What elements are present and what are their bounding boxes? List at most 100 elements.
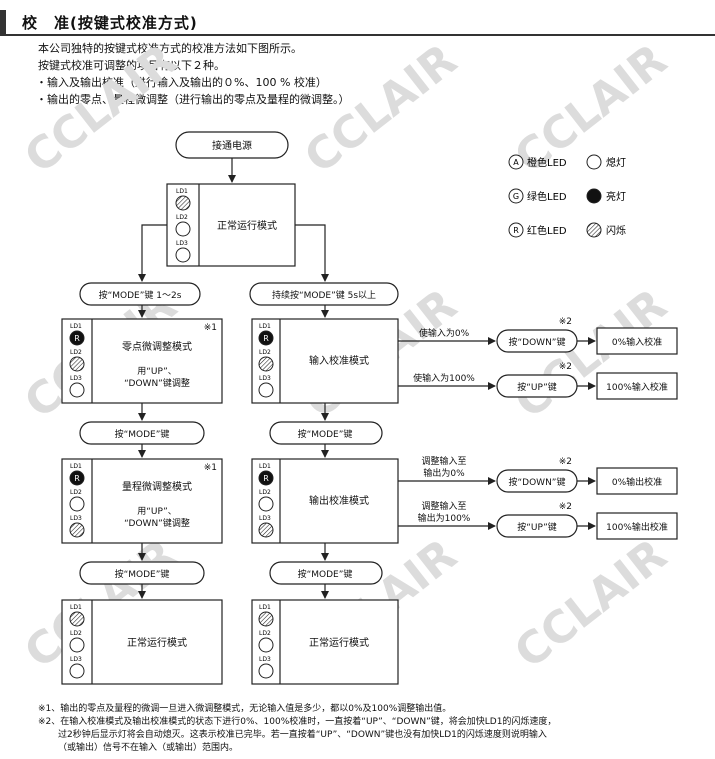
adjust-hint-2: “DOWN”键调整 xyxy=(124,517,190,529)
led-column: LD1 R LD2 LD3 xyxy=(258,323,274,398)
legend-green-led: 绿色LED xyxy=(527,190,567,203)
note-mark-2: ※2 xyxy=(559,502,572,512)
input-cal-mode-label: 输入校准模式 xyxy=(309,354,369,367)
output-100-calibration-box xyxy=(596,512,678,540)
ld1-label: LD1 xyxy=(70,323,82,330)
input-calibration-mode-box xyxy=(251,318,399,404)
led-column: LD1 R LD2 LD3 xyxy=(258,463,274,538)
intro-line-2: 按键式校准可调整的项目有以下２种。 xyxy=(38,59,225,72)
ld3-label: LD3 xyxy=(70,515,82,522)
title-accent xyxy=(0,10,6,34)
note-mark-2: ※2 xyxy=(559,457,572,467)
mode-long-label: 持续按“MODE”键 5s以上 xyxy=(272,289,376,301)
output-100-cal-label: 100%输出校准 xyxy=(606,521,668,533)
note-mark-2: ※2 xyxy=(559,362,572,372)
output-cal-mode-label: 输出校准模式 xyxy=(309,494,369,507)
led-red-letter: R xyxy=(74,474,80,483)
intro-bullet-1: ・输入及输出校准（进行输入及输出的０%、100 % 校准） xyxy=(36,76,327,89)
led-red-on-icon xyxy=(258,470,274,486)
watermark: CCLAIR xyxy=(15,35,186,184)
led-off-icon xyxy=(69,637,85,653)
press-mode-long-terminator xyxy=(249,282,399,306)
press-up-label: 按“UP”键 xyxy=(517,521,557,533)
ld2-label: LD2 xyxy=(176,214,188,221)
power-on-label: 接通电源 xyxy=(212,139,252,152)
normal-mode-label: 正常运行模式 xyxy=(217,219,277,232)
normal-mode-box xyxy=(61,599,223,685)
led-column: LD1 LD2 LD3 xyxy=(258,604,274,679)
led-off-icon xyxy=(69,382,85,398)
press-mode-terminator xyxy=(269,561,383,585)
red-led-letter: R xyxy=(513,226,519,235)
ld1-label: LD1 xyxy=(70,604,82,611)
led-blink-icon xyxy=(258,356,274,372)
ld3-label: LD3 xyxy=(259,375,271,382)
output-0-calibration-box xyxy=(596,467,678,495)
led-red-letter: R xyxy=(263,334,269,343)
intro-line-1: 本公司独特的按键式校准方式的校准方法如下图所示。 xyxy=(38,42,302,55)
input-100-label: 使输入为100% xyxy=(413,372,475,384)
led-off-icon xyxy=(175,247,191,263)
ld3-label: LD3 xyxy=(259,656,271,663)
press-mode-label: 按“MODE”键 xyxy=(298,568,353,580)
adjust-hint-1: 用“UP”、 xyxy=(137,506,177,517)
ld3-label: LD3 xyxy=(70,375,82,382)
legend-off: 熄灯 xyxy=(606,156,626,169)
mode-short-label: 按“MODE”键 1〜2s xyxy=(99,289,182,301)
span-adjust-mode-box xyxy=(61,458,223,544)
zero-mode-label: 零点微调整模式 xyxy=(122,340,192,353)
ld3-label: LD3 xyxy=(176,240,188,247)
note-mark-1: ※1 xyxy=(204,323,217,333)
led-red-on-icon xyxy=(69,330,85,346)
output-calibration-mode-box xyxy=(251,458,399,544)
input-0-calibration-box xyxy=(596,327,678,355)
green-led-symbol xyxy=(508,188,524,204)
led-blink-icon xyxy=(258,611,274,627)
press-mode-terminator xyxy=(269,421,383,445)
page-title: 校 准(按键式校准方式) xyxy=(22,14,198,32)
intro-bullet-2: ・输出的零点、量程微调整（进行输出的零点及量程的微调整。） xyxy=(36,93,350,106)
led-red-on-icon xyxy=(258,330,274,346)
led-off-icon xyxy=(69,663,85,679)
ld2-label: LD2 xyxy=(70,489,82,496)
led-red-letter: R xyxy=(263,474,269,483)
red-led-symbol xyxy=(508,222,524,238)
adjust-out-0-label-1: 调整输入至 xyxy=(421,455,466,467)
led-off-icon xyxy=(586,154,602,170)
ld2-label: LD2 xyxy=(259,630,271,637)
ld1-label: LD1 xyxy=(176,188,188,195)
led-red-letter: R xyxy=(74,334,80,343)
led-blink-icon xyxy=(258,522,274,538)
ld1-label: LD1 xyxy=(259,323,271,330)
press-mode-label: 按“MODE”键 xyxy=(115,568,170,580)
ld2-label: LD2 xyxy=(70,349,82,356)
ld2-label: LD2 xyxy=(259,349,271,356)
input-100-cal-label: 100%输入校准 xyxy=(606,381,668,393)
led-column: LD1 R LD2 LD3 xyxy=(69,463,85,538)
ld1-label: LD1 xyxy=(259,463,271,470)
ld1-label: LD1 xyxy=(259,604,271,611)
adjust-out-0-label-2: 输出为0% xyxy=(423,467,465,479)
note-mark-1: ※1 xyxy=(204,463,217,473)
led-column: LD1 LD2 LD3 xyxy=(175,188,191,263)
legend: A 橙色LED G 绿色LED R 红色LED 熄灯 亮灯 闪烁 xyxy=(508,154,626,238)
led-blink-icon xyxy=(175,195,191,211)
input-100-calibration-box xyxy=(596,372,678,400)
press-mode-label: 按“MODE”键 xyxy=(298,428,353,440)
adjust-hint-2: “DOWN”键调整 xyxy=(124,377,190,389)
note-mark-2: ※2 xyxy=(559,317,572,327)
legend-orange-led: 橙色LED xyxy=(527,156,567,169)
span-mode-label: 量程微调整模式 xyxy=(122,480,192,493)
legend-blink: 闪烁 xyxy=(606,224,626,237)
ld3-label: LD3 xyxy=(259,515,271,522)
press-mode-label: 按“MODE”键 xyxy=(115,428,170,440)
adjust-out-100-label-1: 调整输入至 xyxy=(421,500,466,512)
watermark: CCLAIR xyxy=(295,35,466,184)
note-2-line-2: 过2秒钟后显示灯将会自动熄灭。这表示校准已完毕。若一直按着“UP”、“DOWN”… xyxy=(58,730,547,740)
ld2-label: LD2 xyxy=(259,489,271,496)
legend-red-led: 红色LED xyxy=(527,224,567,237)
led-blink-icon xyxy=(69,522,85,538)
note-1: ※1、输出的零点及量程的微调一旦进入微调整模式，无论输入值是多少，都以0%及10… xyxy=(38,704,452,714)
led-column: LD1 LD2 LD3 xyxy=(69,604,85,679)
